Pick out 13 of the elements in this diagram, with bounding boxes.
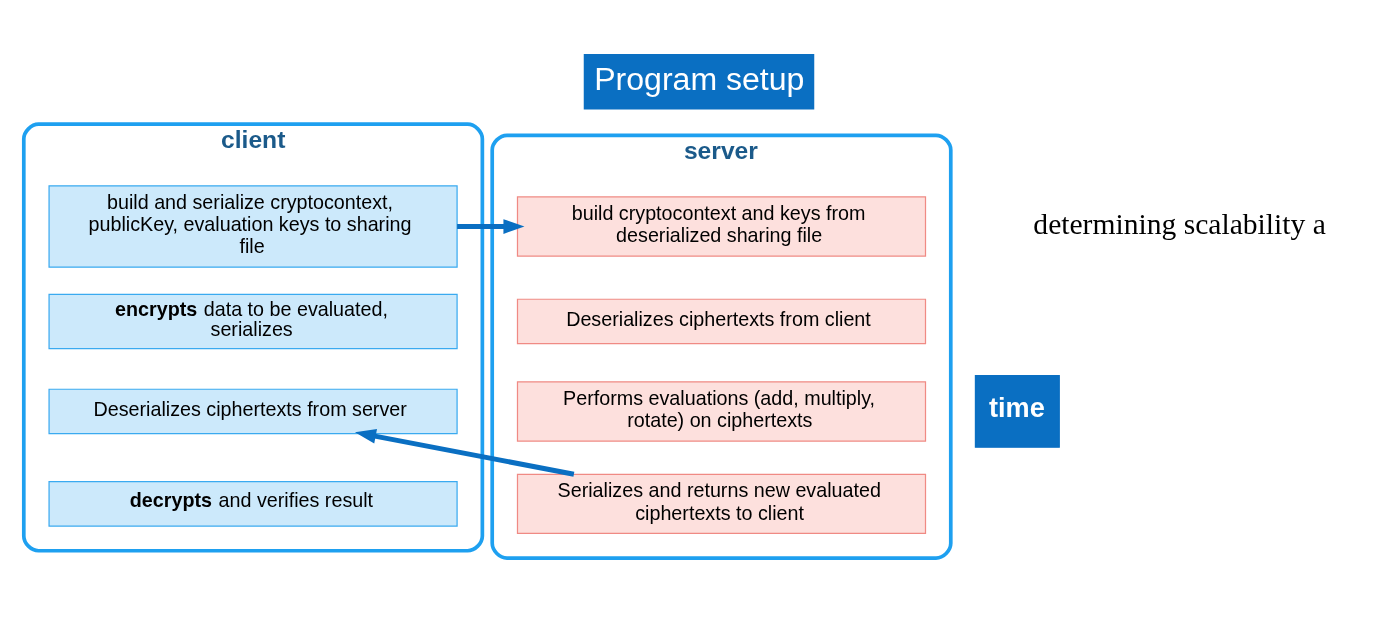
node-box: encrypts data to be evaluated, serializes xyxy=(47,293,458,350)
node-box: Deserializes ciphertexts from server xyxy=(47,388,458,435)
diagram-title: Program setup xyxy=(593,61,804,98)
label: determining scalability a xyxy=(1032,208,1326,241)
node-box: build cryptocontext and keys from deserialized sharing file xyxy=(516,196,926,257)
arrow xyxy=(354,429,574,477)
node-box: Performs evaluations (add, multiply, rotate) on ciphertexts xyxy=(516,381,926,442)
node-box: build and serialize cryptocontext, publicKey, evaluation keys to sharing file xyxy=(47,185,458,268)
node-box: Serializes and returns new evaluated ciphertexts to client xyxy=(516,473,926,535)
node-box: Deserializes ciphertexts from client xyxy=(516,298,926,345)
arrow xyxy=(456,219,524,234)
label: time xyxy=(988,392,1045,424)
node-box: decrypts and verifies result xyxy=(47,481,458,527)
